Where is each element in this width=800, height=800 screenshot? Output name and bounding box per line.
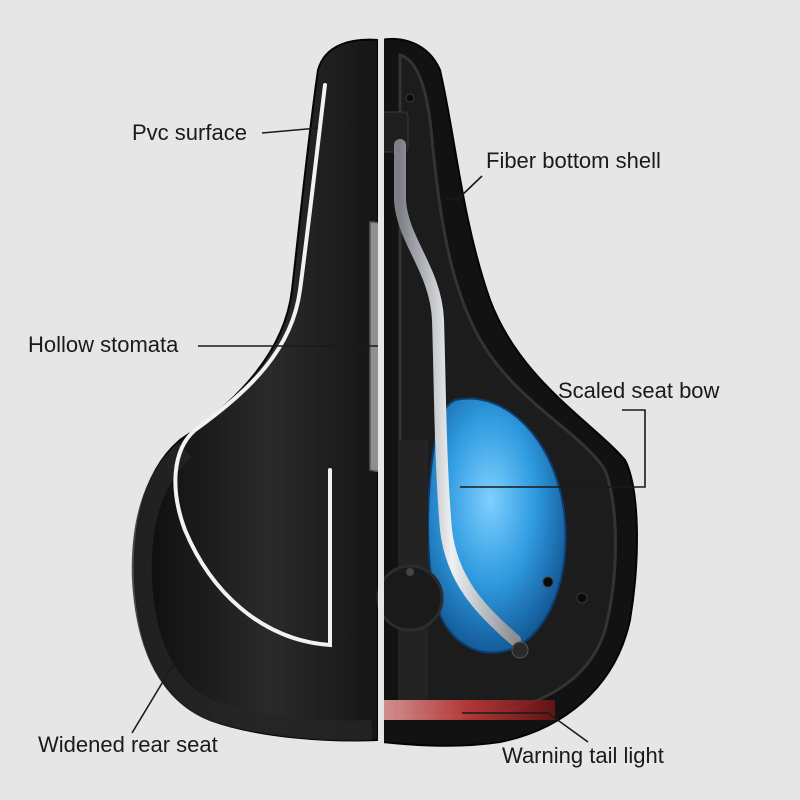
leader-warning-tail-light [462,712,589,743]
tail-light-strip [380,700,555,720]
label-fiber-bottom-shell: Fiber bottom shell [486,148,661,173]
leader-scaled-seat-bow [460,409,646,488]
leader-lines [131,127,646,743]
seat-rail [394,139,521,646]
leader-fiber-bottom-shell [457,175,483,200]
label-scaled-seat-bow: Scaled seat bow [558,378,720,403]
label-pvc-surface: Pvc surface [132,120,247,145]
leader-pvc-surface [261,127,319,134]
label-hollow-stomata: Hollow stomata [28,332,179,357]
label-widened-rear-seat: Widened rear seat [38,732,218,757]
label-warning-tail-light: Warning tail light [502,743,664,768]
leader-widened-rear-seat [131,659,177,734]
